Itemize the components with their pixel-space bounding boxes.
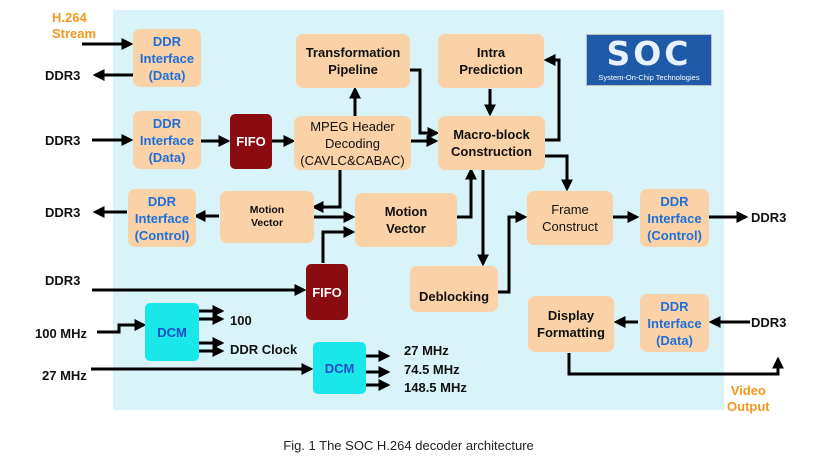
macro-block-construction-block: Macro-block Construction: [438, 116, 545, 170]
clock-27mhz-label: 27 MHz: [42, 368, 87, 383]
ddr3-label: DDR3: [45, 68, 81, 83]
ddr3-label: DDR3: [45, 273, 81, 288]
ddr-interface-control-block: DDR Interface (Control): [640, 189, 709, 247]
h264-stream-label: H.264 Stream: [52, 10, 97, 41]
dcm-block: DCM: [313, 342, 366, 394]
soc-logo-subtitle: System-On-Chip Technologies: [598, 73, 700, 82]
dcm-output-100: 100: [230, 313, 252, 328]
clock-100mhz-label: 100 MHz: [35, 326, 88, 341]
dcm-output-27mhz: 27 MHz: [404, 343, 449, 358]
ddr-interface-data-block: DDR Interface (Data): [640, 294, 709, 352]
soc-logo-title: SOC: [606, 34, 692, 73]
ddr3-label: DDR3: [45, 205, 81, 220]
intra-prediction-block: Intra Prediction: [438, 34, 544, 88]
dcm-output-148-5mhz: 148.5 MHz: [404, 380, 467, 395]
figure-caption: Fig. 1 The SOC H.264 decoder architectur…: [283, 438, 534, 453]
fifo-block: FIFO: [306, 264, 348, 320]
transformation-pipeline-block: Transformation Pipeline: [296, 34, 410, 88]
soc-logo: SOC System-On-Chip Technologies: [586, 34, 712, 86]
fifo-block: FIFO: [230, 114, 272, 169]
display-formatting-block: Display Formatting: [528, 296, 614, 352]
dcm-output-ddr-clock: DDR Clock: [230, 342, 298, 357]
frame-construct-block: Frame Construct: [527, 191, 613, 245]
ddr3-label: DDR3: [45, 133, 81, 148]
ddr3-label: DDR3: [751, 210, 787, 225]
video-output-label: Video Output: [727, 383, 770, 414]
dcm-output-74-5mhz: 74.5 MHz: [404, 362, 460, 377]
ddr-interface-control-block: DDR Interface (Control): [128, 189, 196, 247]
mpeg-header-decoding-block: MPEG Header Decoding (CAVLC&CABAC): [294, 116, 411, 170]
dcm-block: DCM: [145, 303, 199, 361]
motion-vector-block: Motion Vector: [355, 193, 457, 247]
ddr-interface-data-block: DDR Interface (Data): [133, 29, 201, 87]
motion-vector-small-block: Motion Vector: [220, 191, 314, 243]
ddr-interface-data-block: DDR Interface (Data): [133, 111, 201, 169]
ddr3-label: DDR3: [751, 315, 787, 330]
deblocking-block: Deblocking: [410, 266, 498, 312]
